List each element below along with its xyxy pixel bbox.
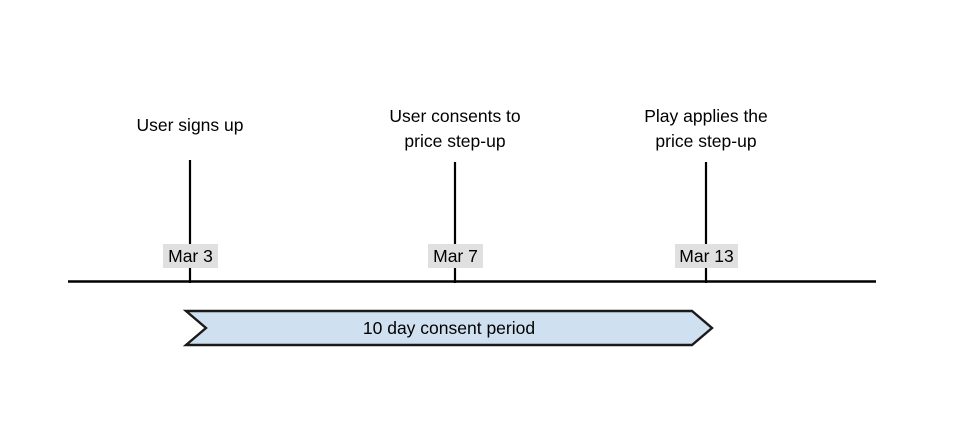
event-title-line-apply-1: price step-up xyxy=(655,131,756,151)
date-label-consent: Mar 7 xyxy=(433,246,478,266)
date-chip-apply xyxy=(675,244,738,268)
date-chip-consent xyxy=(428,244,483,268)
consent-period-banner: 10 day consent period xyxy=(182,309,714,347)
consent-period-banner-shape xyxy=(182,309,714,347)
timeline-event-apply: Play applies the price step-up Mar 13 xyxy=(644,106,768,283)
date-label-apply: Mar 13 xyxy=(679,246,733,266)
consent-period-banner-label: 10 day consent period xyxy=(363,318,535,338)
event-title-line-consent-0: User consents to xyxy=(389,106,520,126)
event-title-line-apply-0: Play applies the xyxy=(644,106,768,126)
timeline-event-signup: User signs up Mar 3 xyxy=(137,115,244,283)
date-label-signup: Mar 3 xyxy=(168,246,213,266)
event-title-line-signup-0: User signs up xyxy=(137,115,244,135)
event-title-line-consent-1: price step-up xyxy=(404,131,505,151)
timeline-event-consent: User consents to price step-up Mar 7 xyxy=(389,106,521,283)
date-chip-signup xyxy=(163,244,218,268)
